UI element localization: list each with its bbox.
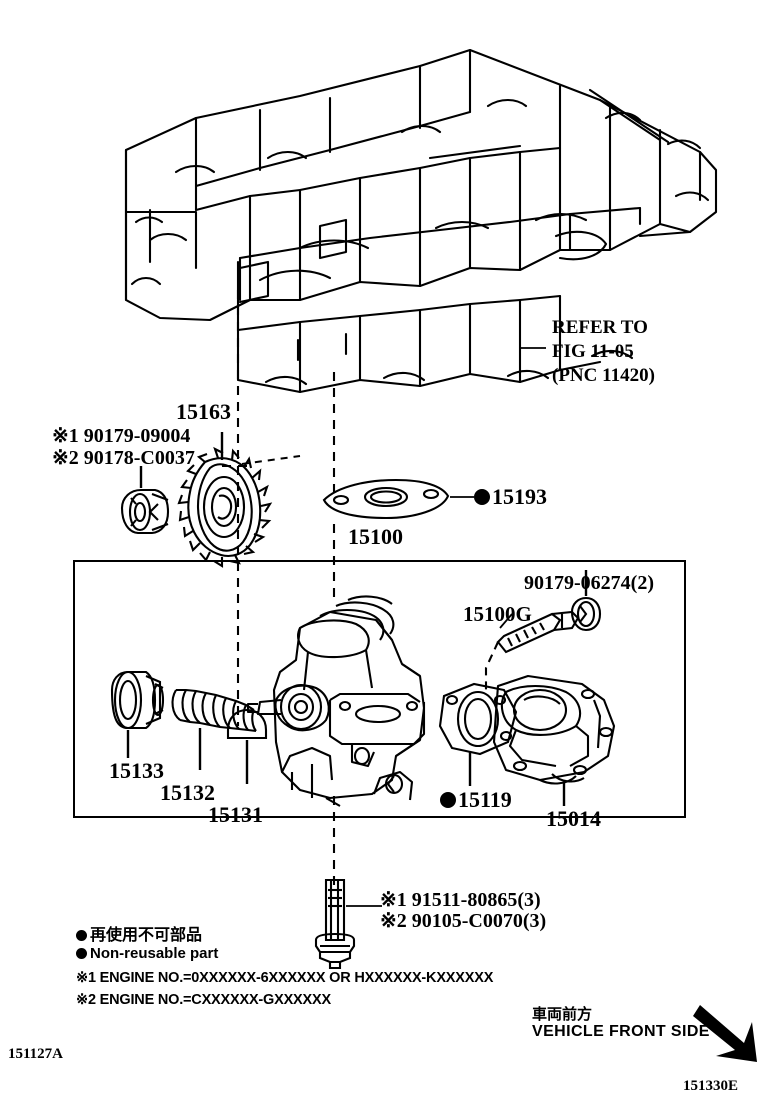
nonreusable-dot-15119	[440, 792, 456, 808]
oil-pump-mount-bolt	[314, 878, 356, 970]
vehicle-front-japanese: 車両前方	[532, 1005, 593, 1023]
legend-nonreusable-japanese: 再使用不可部品	[76, 921, 202, 945]
oil-pump-cover-15014	[492, 674, 616, 785]
engine-no-note-1: ※1 ENGINE NO.=0XXXXXX-6XXXXXX OR HXXXXXX…	[76, 970, 494, 986]
legend-nonreusable-english: Non-reusable part	[76, 945, 218, 962]
callout-valve-15131: 15131	[208, 802, 263, 827]
callout-gasket-15119: 15119	[458, 787, 512, 812]
engine-no-note-2: ※2 ENGINE NO.=CXXXXXX-GXXXXXX	[76, 992, 331, 1008]
legend-bullet-icon	[76, 930, 87, 941]
refer-line-1: REFER TO	[552, 317, 648, 338]
relief-valve-plug-15133	[110, 670, 165, 730]
figure-code-left: 151127A	[8, 1046, 64, 1062]
callout-plug-15133: 15133	[109, 758, 164, 783]
callout-bolt-note2: ※2 90105-C0070(3)	[380, 910, 547, 932]
legend-bullet-icon-2	[76, 948, 87, 959]
callout-bolt-note1: ※1 91511-80865(3)	[380, 889, 541, 911]
callout-nut-note1: ※1 90179-09004	[52, 425, 191, 447]
vehicle-front-arrow	[693, 1005, 757, 1062]
oil-pump-assembly-box	[73, 560, 686, 818]
figure-code-right: 151330E	[683, 1078, 739, 1094]
refer-line-2: FIG 11-05	[552, 340, 634, 362]
legend-japanese-text: 再使用不可部品	[90, 925, 203, 944]
callout-nut-note2: ※2 90178-C0037	[52, 447, 195, 469]
oil-strainer-gasket-15119	[438, 682, 518, 756]
callout-union-15100g: 15100G	[463, 602, 532, 626]
callout-bolt-90179: 90179-06274(2)	[524, 572, 654, 594]
engine-block-illustration	[124, 48, 718, 394]
leader-15100g	[499, 613, 513, 629]
refer-line-3: (PNC 11420)	[552, 364, 655, 386]
callout-cover-15014: 15014	[546, 806, 601, 831]
sprocket-axis-dashed	[241, 455, 301, 465]
callout-pump-15100: 15100	[348, 524, 403, 549]
callout-sprocket-15163: 15163	[176, 399, 231, 424]
callout-spring-15132: 15132	[160, 780, 215, 805]
oil-pump-drive-sprocket	[177, 446, 273, 568]
oil-pump-body	[246, 595, 426, 807]
oil-pump-gasket-15193	[322, 478, 450, 520]
refer-to-note: REFER TO FIG 11-05 (PNC 11420)	[552, 316, 655, 388]
callout-gasket-15193: 15193	[492, 484, 547, 509]
vehicle-front-english: VEHICLE FRONT SIDE	[532, 1023, 710, 1040]
oil-pump-bolt-90179	[570, 596, 602, 632]
nonreusable-dot-15193	[474, 489, 490, 505]
legend-english-text: Non-reusable part	[90, 945, 219, 962]
oil-pump-drive-nut	[120, 488, 170, 535]
